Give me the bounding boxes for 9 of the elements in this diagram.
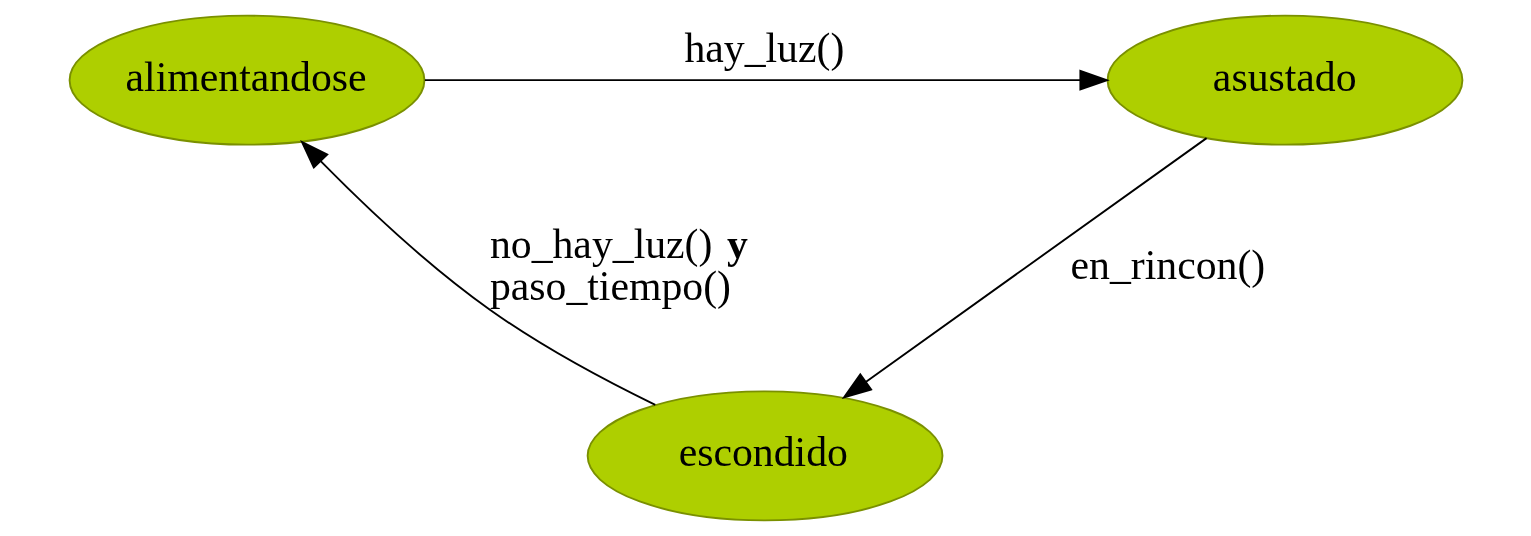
node-ellipse: alimentandose — [68, 14, 425, 146]
edge-label: no_hay_luz() y paso_tiempo() — [489, 220, 748, 309]
node-ellipse: asustado — [1106, 14, 1463, 146]
arrow — [841, 137, 1208, 400]
arrow — [299, 139, 656, 406]
node-ellipse: escondido — [586, 390, 943, 522]
arrow — [423, 69, 1110, 91]
edge-label: en_rincon() — [1070, 241, 1265, 288]
edge-label: hay_luz() — [683, 25, 844, 72]
